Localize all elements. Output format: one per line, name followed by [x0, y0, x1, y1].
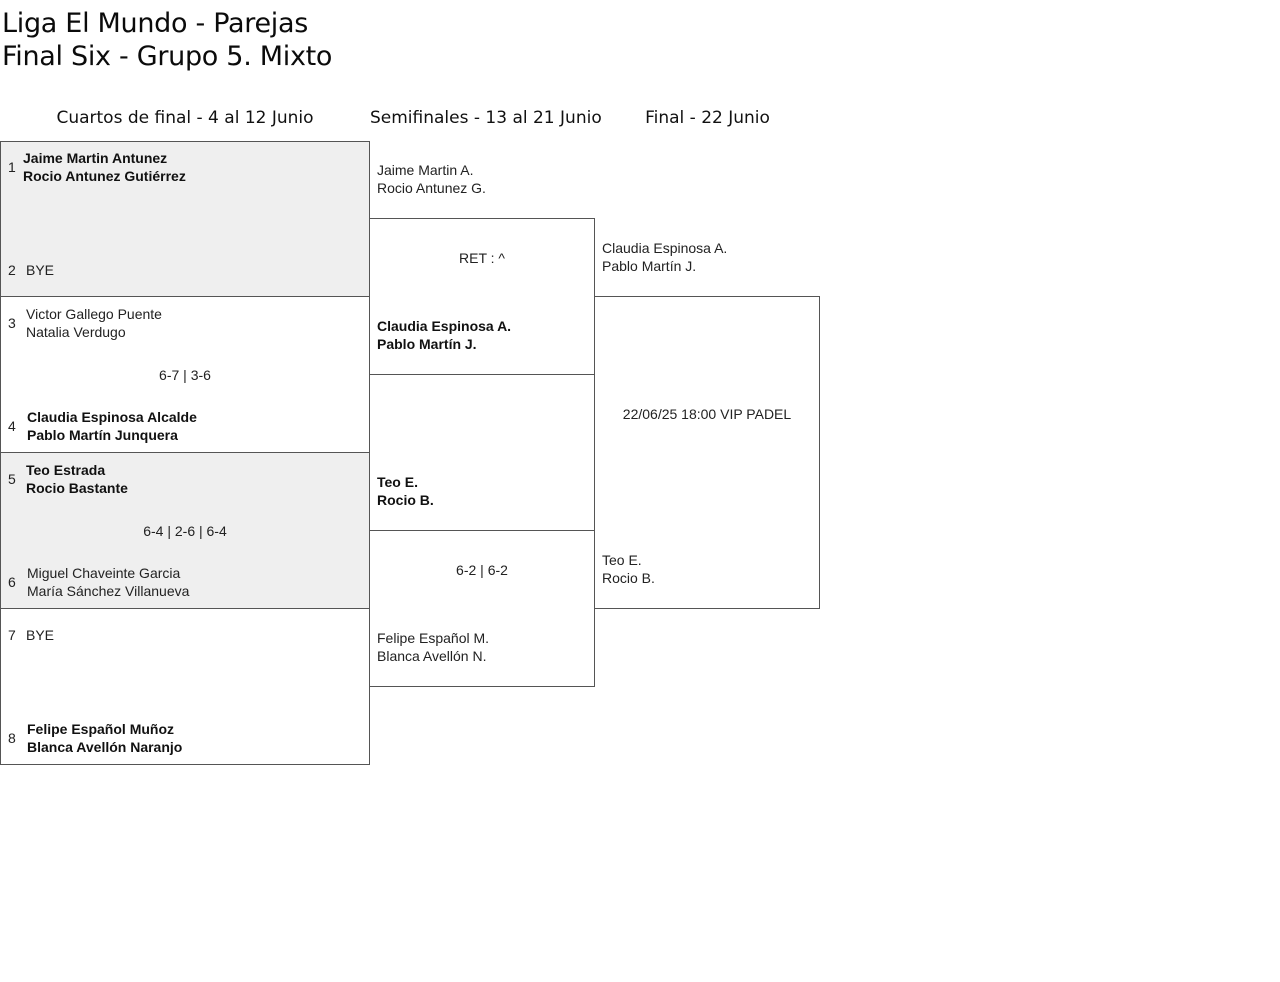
team-entry[interactable]: Felipe Español M. Blanca Avellón N.: [377, 629, 489, 665]
match-schedule: 22/06/25 18:00 VIP PADEL: [622, 406, 792, 422]
round-header-final: Final - 22 Junio: [645, 108, 770, 128]
player-name: Rocio B.: [377, 492, 434, 508]
player-name: Blanca Avellón N.: [377, 648, 487, 664]
player-name: Natalia Verdugo: [26, 324, 126, 340]
player-name: Pablo Martín J.: [602, 258, 697, 274]
player-name: Claudia Espinosa Alcalde: [27, 409, 197, 425]
team-entry[interactable]: Teo E. Rocio B.: [602, 551, 655, 587]
player-name: Blanca Avellón Naranjo: [27, 739, 183, 755]
bye-label: BYE: [26, 627, 55, 643]
bye-label: BYE: [26, 262, 55, 278]
semifinal-match-2[interactable]: [369, 530, 595, 687]
team-entry[interactable]: Miguel Chaveinte Garcia María Sánchez Vi…: [27, 564, 189, 600]
player-name: Rocio Antunez Gutiérrez: [23, 168, 186, 184]
team-entry[interactable]: Jaime Martin A. Rocio Antunez G.: [377, 161, 486, 197]
page-title: Liga El Mundo - Parejas: [2, 8, 308, 39]
player-name: Felipe Español M.: [377, 630, 490, 646]
team-entry[interactable]: Claudia Espinosa A. Pablo Martín J.: [377, 317, 511, 353]
player-name: Jaime Martin A.: [377, 162, 474, 178]
player-name: Pablo Martín J.: [377, 336, 477, 352]
team-entry[interactable]: Victor Gallego Puente Natalia Verdugo: [26, 305, 162, 341]
player-name: Teo Estrada: [26, 462, 106, 478]
round-header-quarterfinals: Cuartos de final - 4 al 12 Junio: [56, 108, 314, 128]
quarterfinal-match-1[interactable]: [0, 141, 370, 297]
match-score: 6-2 | 6-2: [456, 562, 508, 578]
player-name: Teo E.: [377, 474, 418, 490]
match-score: 6-7 | 3-6: [159, 367, 211, 383]
match-score: RET : ^: [459, 250, 505, 266]
team-entry[interactable]: Teo Estrada Rocio Bastante: [26, 461, 128, 497]
player-name: Teo E.: [602, 552, 642, 568]
quarterfinal-match-2[interactable]: [0, 296, 370, 453]
seed-number: 1: [8, 159, 16, 175]
player-name: Jaime Martin Antunez: [23, 150, 168, 166]
team-entry[interactable]: Teo E. Rocio B.: [377, 473, 434, 509]
seed-number: 7: [8, 627, 16, 643]
player-name: Felipe Español Muñoz: [27, 721, 175, 737]
seed-number: 6: [8, 574, 16, 590]
team-entry[interactable]: BYE: [26, 626, 54, 644]
final-match[interactable]: [594, 296, 820, 609]
player-name: Miguel Chaveinte Garcia: [27, 565, 181, 581]
team-entry[interactable]: Felipe Español Muñoz Blanca Avellón Nara…: [27, 720, 182, 756]
seed-number: 2: [8, 262, 16, 278]
seed-number: 5: [8, 471, 16, 487]
team-entry[interactable]: Jaime Martin Antunez Rocio Antunez Gutié…: [23, 149, 186, 185]
player-name: Rocio Antunez G.: [377, 180, 486, 196]
player-name: Rocio Bastante: [26, 480, 128, 496]
player-name: Claudia Espinosa A.: [377, 318, 512, 334]
player-name: Pablo Martín Junquera: [27, 427, 178, 443]
player-name: Rocio B.: [602, 570, 655, 586]
team-entry[interactable]: Claudia Espinosa Alcalde Pablo Martín Ju…: [27, 408, 197, 444]
player-name: Claudia Espinosa A.: [602, 240, 728, 256]
semifinal-match-1[interactable]: [369, 218, 595, 375]
round-header-semifinals: Semifinales - 13 al 21 Junio: [370, 108, 602, 128]
seed-number: 4: [8, 418, 16, 434]
page-subtitle: Final Six - Grupo 5. Mixto: [2, 41, 333, 72]
team-entry[interactable]: Claudia Espinosa A. Pablo Martín J.: [602, 239, 727, 275]
team-entry[interactable]: BYE: [26, 261, 54, 279]
player-name: María Sánchez Villanueva: [27, 583, 190, 599]
match-score: 6-4 | 2-6 | 6-4: [143, 523, 227, 539]
player-name: Victor Gallego Puente: [26, 306, 162, 322]
seed-number: 8: [8, 730, 16, 746]
seed-number: 3: [8, 315, 16, 331]
quarterfinal-match-4[interactable]: [0, 608, 370, 765]
